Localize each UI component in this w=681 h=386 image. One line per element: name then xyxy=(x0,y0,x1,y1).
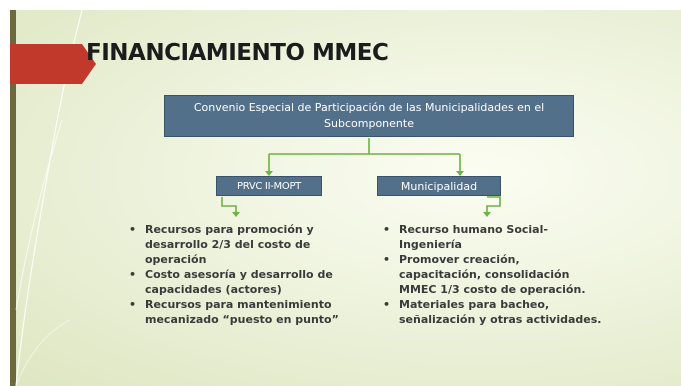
bullet-icon: • xyxy=(383,223,391,236)
arrowhead-left-box xyxy=(265,171,273,176)
list-item: • Materiales para bacheo, señalización y … xyxy=(381,297,603,327)
bullet-text: Recursos para mantenimiento mecanizado “… xyxy=(145,298,339,326)
list-item: • Promover creación, capacitación, consol… xyxy=(381,252,603,297)
top-box: Convenio Especial de Participación de la… xyxy=(164,95,574,137)
bullet-text: Recursos para promoción y desarrollo 2/3… xyxy=(145,223,314,266)
arrowhead-right-bullets xyxy=(483,212,491,217)
bullet-icon: • xyxy=(383,298,391,311)
bullet-icon: • xyxy=(129,268,137,281)
page-title: FINANCIAMIENTO MMEC xyxy=(86,40,389,66)
top-box-label: Convenio Especial de Participación de la… xyxy=(193,101,545,130)
slide-top-border xyxy=(0,0,681,10)
slide-left-border xyxy=(0,0,10,386)
list-item: • Costo asesoría y desarrollo de capacida… xyxy=(127,267,349,297)
title-arrow-icon xyxy=(10,44,96,84)
arrowhead-right-box xyxy=(456,171,464,176)
connector-left-bullets xyxy=(221,197,237,213)
left-accent-bar xyxy=(10,10,16,386)
right-box: Municipalidad xyxy=(377,176,501,196)
list-item: • Recurso humano Social-Ingeniería xyxy=(381,222,603,252)
bullet-icon: • xyxy=(383,253,391,266)
bullet-text: Recurso humano Social-Ingeniería xyxy=(399,223,548,251)
arrowhead-left-bullets xyxy=(232,212,240,217)
bullet-text: Promover creación, capacitación, consoli… xyxy=(399,253,586,296)
left-box-label: PRVC II-MOPT xyxy=(237,181,301,192)
bullet-text: Materiales para bacheo, señalización y o… xyxy=(399,298,602,326)
left-bullet-list: • Recursos para promoción y desarrollo 2/… xyxy=(127,222,349,327)
left-box: PRVC II-MOPT xyxy=(216,176,322,196)
right-box-label: Municipalidad xyxy=(400,180,478,193)
bullet-icon: • xyxy=(129,298,137,311)
right-bullet-list: • Recurso humano Social-Ingeniería • Promo… xyxy=(381,222,603,327)
list-item: • Recursos para mantenimiento mecanizado … xyxy=(127,297,349,327)
list-item: • Recursos para promoción y desarrollo 2/… xyxy=(127,222,349,267)
bullet-icon: • xyxy=(129,223,137,236)
connector-right-bullets xyxy=(486,196,501,213)
bullet-text: Costo asesoría y desarrollo de capacidad… xyxy=(145,268,333,296)
